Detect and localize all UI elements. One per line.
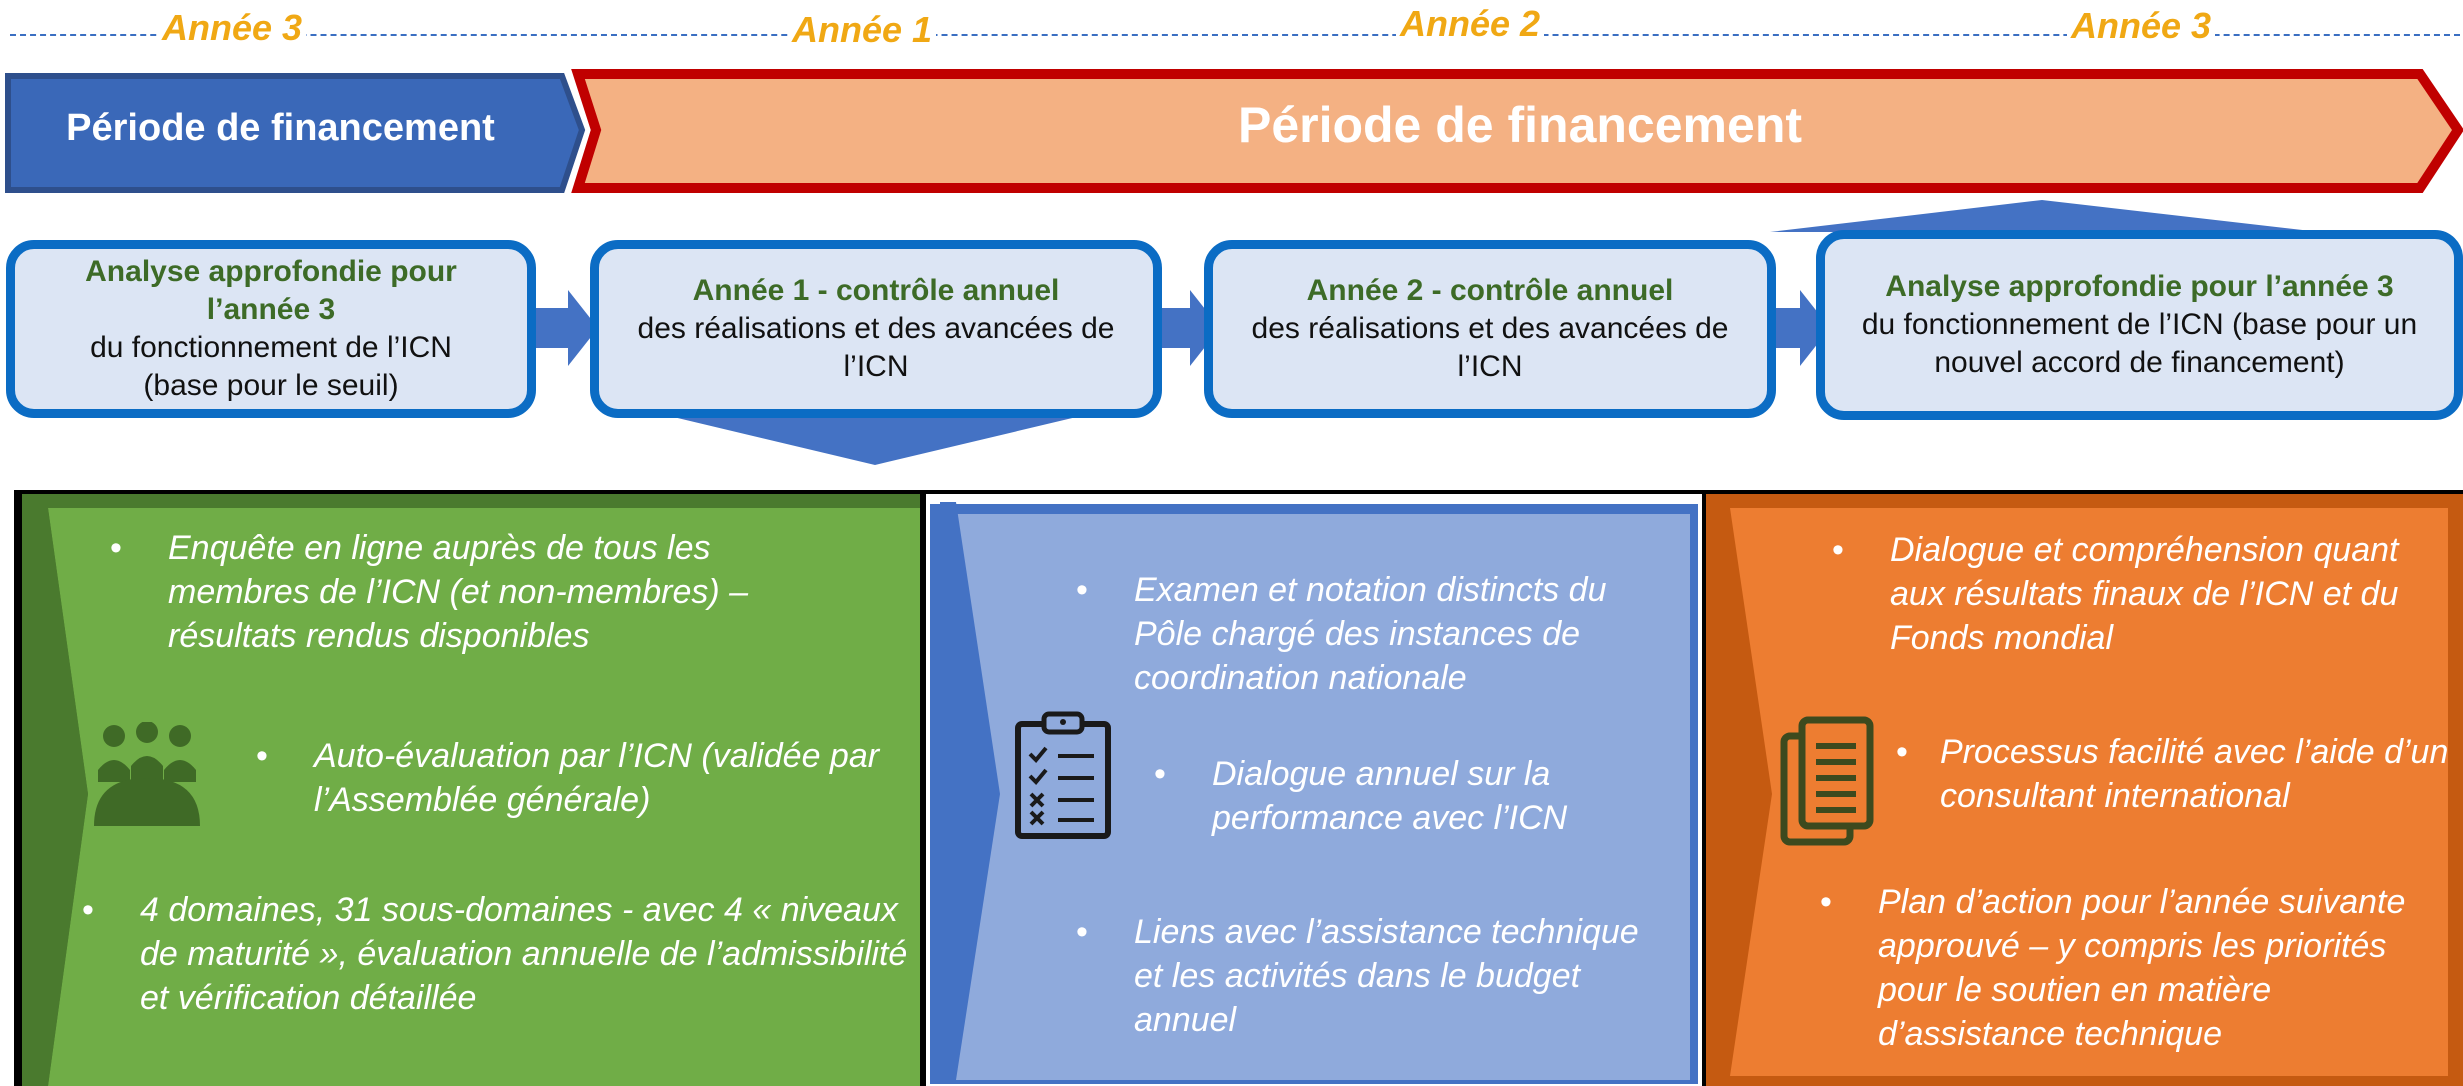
timeline-year-label: Année 2	[1396, 2, 1545, 46]
down-pointer-shape	[665, 415, 1085, 465]
panel-bullet: • Auto-évaluation par l’ICN (validée par…	[256, 734, 894, 822]
stage-box-body: du fonctionnement de l’ICN (base pour le…	[90, 331, 452, 402]
panel-blue: • Examen et notation distincts du Pôle c…	[926, 494, 1702, 1086]
panel-bullet: • Examen et notation distincts du Pôle c…	[1076, 568, 1664, 700]
panel-bullet: • Processus facilité avec l’aide d’un co…	[1896, 730, 2450, 818]
panel-bullet: • Liens avec l’assistance technique et l…	[1076, 910, 1664, 1042]
stage-box-title: Année 2 - contrôle annuel	[1306, 274, 1674, 307]
timeline-dashed-line	[10, 34, 2460, 36]
panel-bullet: • Dialogue et compréhension quant aux ré…	[1832, 528, 2410, 660]
bullet-text: Processus facilité avec l’aide d’un cons…	[1940, 733, 2449, 815]
stage-box-year-3: Analyse approfondie pour l’année 3 du fo…	[1816, 230, 2463, 420]
bullet-dot: •	[1832, 531, 1844, 569]
bullet-dot: •	[110, 529, 122, 567]
stage-box-title: Année 1 - contrôle annuel	[692, 274, 1060, 307]
up-pointer-shape	[1770, 200, 2320, 232]
connector-arrow-shape	[528, 290, 598, 366]
panel-green: • Enquête en ligne auprès de tous les me…	[22, 494, 920, 1086]
bullet-text: Dialogue et compréhension quant aux résu…	[1890, 531, 2399, 657]
stage-box-year-2: Année 2 - contrôle annuel des réalisatio…	[1204, 240, 1776, 418]
timeline-year-label: Année 3	[158, 6, 307, 50]
panel-green-shape	[22, 494, 920, 1086]
stage-box-title: Analyse approfondie pour l’année 3	[85, 255, 457, 326]
bullet-text: Plan d’action pour l’année suivante appr…	[1878, 883, 2406, 1053]
stage-box-body: des réalisations et des avancées de l’IC…	[1251, 312, 1729, 383]
documents-icon	[1780, 716, 1874, 846]
bullet-dot: •	[82, 891, 94, 929]
group-icon	[94, 722, 200, 826]
bullet-text: Auto-évaluation par l’ICN (validée par l…	[314, 737, 880, 819]
panel-bullet: • Plan d’action pour l’année suivante ap…	[1820, 880, 2438, 1056]
connector-arrow-shape	[1155, 290, 1220, 366]
banner-left-arrow-shape	[5, 73, 586, 193]
panel-blue-shape	[930, 502, 1698, 1084]
panel-orange: • Dialogue et compréhension quant aux ré…	[1706, 494, 2463, 1086]
panel-bullet: • Enquête en ligne auprès de tous les me…	[110, 526, 808, 658]
stage-box-year-1: Année 1 - contrôle annuel des réalisatio…	[590, 240, 1162, 418]
stage-box-body: du fonctionnement de l’ICN (base pour un…	[1861, 308, 2418, 379]
bullet-text: Examen et notation distincts du Pôle cha…	[1134, 571, 1607, 697]
banner-left-label: Période de financement	[66, 107, 495, 149]
panel-bullet: • Dialogue annuel sur la performance ave…	[1154, 752, 1642, 840]
banner-right-label: Période de financement	[1237, 97, 1803, 153]
bullet-dot: •	[1154, 755, 1166, 793]
stage-box-baseline: Analyse approfondie pour l’année 3 du fo…	[6, 240, 536, 418]
stage-box-title: Analyse approfondie pour l’année 3	[1885, 270, 2394, 303]
bullet-dot: •	[256, 737, 268, 775]
bullet-text: Enquête en ligne auprès de tous les memb…	[168, 529, 749, 655]
banner-arrows	[5, 69, 2463, 193]
bullet-dot: •	[1896, 733, 1908, 771]
bullet-dot: •	[1076, 571, 1088, 609]
stage-box-body: des réalisations et des avancées de l’IC…	[637, 312, 1115, 383]
bullet-text: 4 domaines, 31 sous-domaines - avec 4 « …	[140, 891, 908, 1017]
bullet-dot: •	[1076, 913, 1088, 951]
timeline-year-label: Année 1	[788, 8, 937, 52]
panel-bullet: • 4 domaines, 31 sous-domaines - avec 4 …	[82, 888, 920, 1020]
bullet-dot: •	[1820, 883, 1832, 921]
timeline-year-label: Année 3	[2067, 4, 2216, 48]
bullet-text: Liens avec l’assistance technique et les…	[1134, 913, 1639, 1039]
bullet-text: Dialogue annuel sur la performance avec …	[1212, 755, 1568, 837]
connector-arrow-shape	[1770, 290, 1830, 366]
box-connectors	[528, 200, 2320, 465]
banner-right-arrow-shape	[571, 69, 2463, 193]
clipboard-checklist-icon	[1015, 711, 1111, 839]
